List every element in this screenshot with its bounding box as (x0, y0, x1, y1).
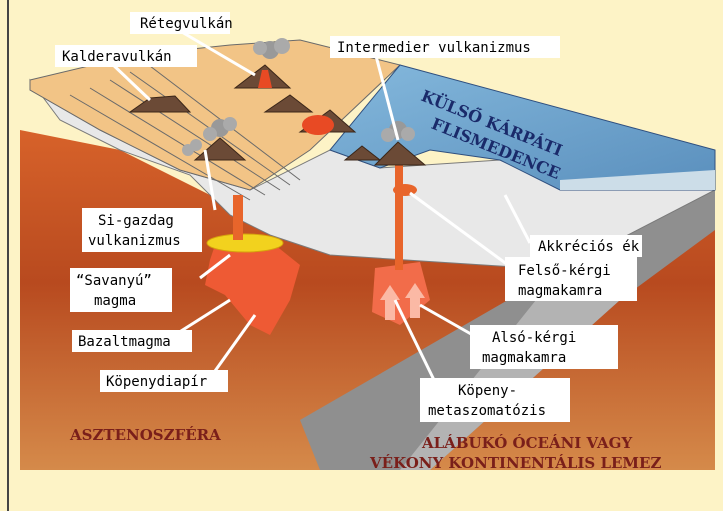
label-intermedier: Intermedier vulkanizmus (337, 40, 531, 56)
label-kopenydiapir: Köpenydiapír (106, 374, 207, 390)
label-savanyu-1: “Savanyú” (76, 273, 152, 289)
label-savanyu-2: magma (94, 293, 136, 309)
label-retegvulkan: Rétegvulkán (140, 16, 233, 32)
label-kopeny-2: metaszomatózis (428, 403, 546, 419)
label-akkrecios: Akkréciós ék (538, 239, 640, 255)
label-bazaltmagma: Bazaltmagma (78, 334, 171, 350)
acidic-magma (207, 234, 283, 252)
label-alabuko-2: VÉKONY KONTINENTÁLIS LEMEZ (369, 454, 661, 472)
label-si-gazdag-1: Si-gazdag (98, 213, 174, 229)
label-also-1: Alsó-kérgi (492, 330, 576, 346)
label-kalderavulkan: Kalderavulkán (62, 49, 172, 65)
label-also-2: magmakamra (482, 350, 566, 366)
label-kopeny-1: Köpeny- (458, 383, 517, 399)
label-alabuko-1: ALÁBUKÓ ÓCEÁNI VAGY (421, 434, 632, 452)
magma-conduit-left (233, 195, 243, 240)
magma-conduit-right (395, 155, 403, 270)
label-felso-2: magmakamra (518, 283, 602, 299)
label-felso-1: Felső-kérgi (518, 263, 611, 279)
label-si-gazdag-2: vulkanizmus (88, 233, 181, 249)
label-asztenoszfera: ASZTENOSZFÉRA (69, 426, 221, 444)
